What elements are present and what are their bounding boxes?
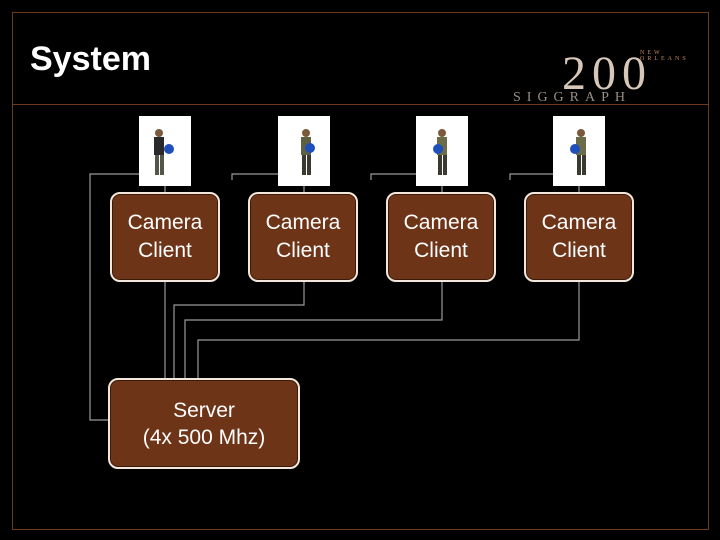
slide-title: System (30, 40, 151, 78)
camera-client-sublabel: Client (414, 239, 468, 262)
server-box: Server (4x 500 Mhz) (108, 378, 300, 469)
camera-client-label: Camera (265, 211, 341, 234)
camera-client-box: Camera Client (524, 192, 634, 282)
camera-client-label: Camera (403, 211, 479, 234)
person-icon (301, 129, 315, 175)
camera-client-sublabel: Client (276, 239, 330, 262)
camera-view-image (416, 116, 468, 186)
person-icon (570, 129, 586, 175)
server-spec-label: (4x 500 Mhz) (142, 425, 266, 449)
logo-year-text: 200 (562, 47, 652, 100)
camera-view-image (553, 116, 605, 186)
camera-client-label: Camera (541, 211, 617, 234)
camera-client-sublabel: Client (138, 239, 192, 262)
camera-client-sublabel: Client (552, 239, 606, 262)
logo-city-text: NEW ORLEANS (640, 50, 689, 62)
server-label: Server (173, 398, 235, 422)
siggraph-2000-logo: NEW ORLEANS 200 SIGGRAPH (500, 44, 710, 110)
camera-client-box: Camera Client (386, 192, 496, 282)
person-icon (154, 129, 174, 175)
person-icon (433, 129, 447, 175)
camera-client-label: Camera (127, 211, 203, 234)
slide-frame (12, 12, 709, 530)
camera-view-image (278, 116, 330, 186)
logo-wordmark: SIGGRAPH (513, 90, 632, 105)
header-divider (12, 104, 709, 105)
camera-client-box: Camera Client (248, 192, 358, 282)
camera-view-image (139, 116, 191, 186)
camera-client-box: Camera Client (110, 192, 220, 282)
